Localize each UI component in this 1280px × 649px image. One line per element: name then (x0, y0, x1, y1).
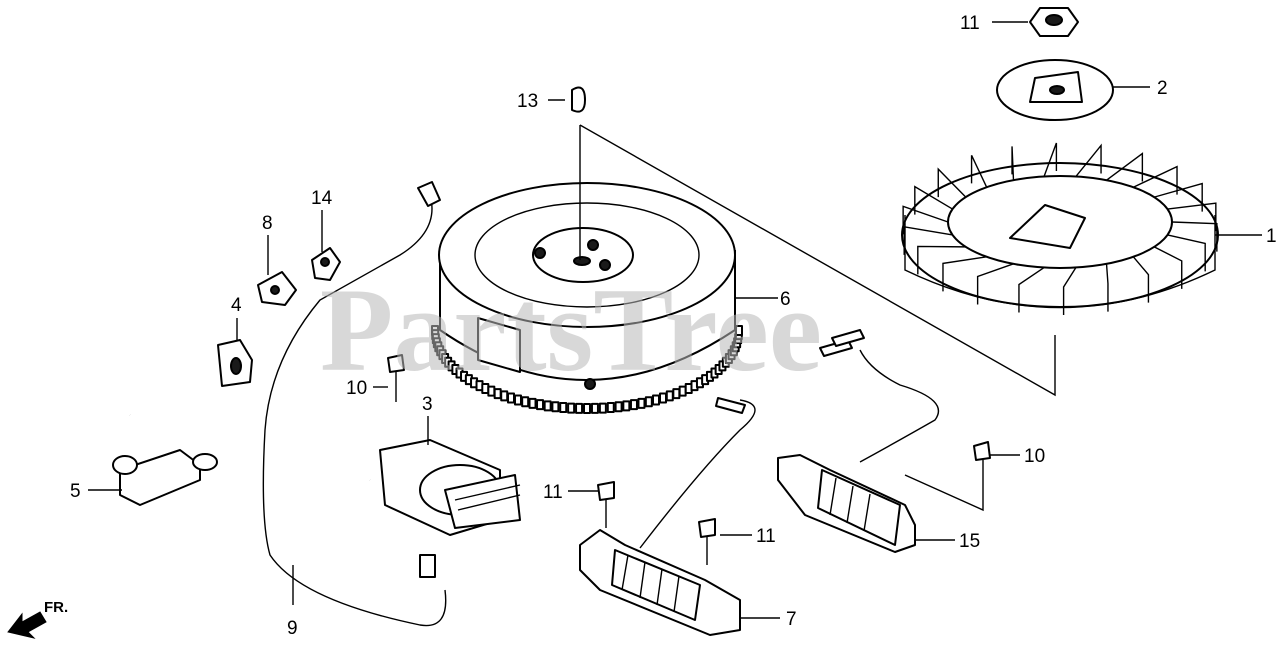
flywheel-tooth (652, 394, 661, 406)
callout-11-left[interactable]: 11 (543, 482, 563, 503)
fan-blade (942, 256, 987, 292)
front-direction-indicator: FR. (7, 599, 68, 639)
fan-blade (1171, 221, 1218, 252)
flywheel-tooth (583, 403, 591, 414)
fan-blade (1105, 263, 1109, 312)
flywheel-tooth (528, 397, 537, 409)
wire-connector (417, 181, 441, 207)
flywheel-tooth (551, 401, 560, 413)
fan-blade (1018, 266, 1045, 313)
callout-14[interactable]: 14 (311, 188, 333, 209)
fan-blade (1075, 143, 1102, 177)
fan-blade (976, 263, 1014, 305)
charge-coil[interactable] (579, 397, 756, 636)
lighting-coil[interactable] (777, 329, 940, 553)
fan-blade (1167, 234, 1206, 272)
flywheel-tooth (575, 402, 584, 414)
bolt-left[interactable] (387, 354, 405, 402)
fan-blade (914, 185, 953, 215)
flywheel-tooth (735, 325, 743, 336)
flywheel-tooth (567, 402, 576, 414)
callout-9[interactable]: 9 (287, 618, 298, 639)
callout-15[interactable]: 15 (959, 531, 980, 552)
callout-11-right[interactable]: 11 (756, 526, 776, 547)
fan-blade (902, 205, 949, 235)
flywheel-tooth (629, 399, 638, 411)
fan-blade (1043, 142, 1058, 177)
leader-lines (88, 21, 1262, 619)
callout-1[interactable]: 1 (1266, 226, 1277, 247)
callout-12[interactable]: 11 (960, 13, 980, 34)
direction-label: FR. (44, 599, 68, 616)
flywheel-tooth (606, 402, 615, 414)
screw-lower[interactable] (698, 518, 716, 565)
watermark: PartsTree (320, 263, 822, 396)
front-arrow-icon (7, 611, 47, 639)
wire-terminal (419, 554, 436, 578)
bolt-right[interactable] (973, 441, 991, 490)
grommet[interactable] (217, 339, 253, 387)
callout-5[interactable]: 5 (70, 481, 81, 502)
fan-blade (970, 155, 988, 188)
flywheel-tooth (614, 401, 623, 413)
flywheel-tooth (637, 397, 646, 409)
flywheel-tooth (598, 402, 607, 414)
fan-blade (1062, 267, 1077, 315)
ignition-coil[interactable] (379, 439, 521, 536)
flange-nut[interactable] (1029, 7, 1079, 37)
flywheel-tooth (559, 402, 568, 414)
flywheel[interactable] (431, 182, 743, 414)
wire-clamp[interactable] (257, 271, 297, 306)
flywheel-tooth (543, 400, 552, 412)
fan-plate[interactable] (996, 59, 1114, 121)
flywheel-tooth (536, 399, 545, 411)
callout-13[interactable]: 13 (517, 91, 538, 112)
flywheel-tooth (521, 396, 530, 408)
harness-clamp[interactable] (311, 247, 341, 281)
callout-8[interactable]: 8 (262, 213, 273, 234)
cooling-fan[interactable] (901, 142, 1219, 315)
fan-blade (1133, 165, 1178, 195)
woodruff-key[interactable] (571, 86, 586, 113)
callout-7[interactable]: 7 (786, 609, 797, 630)
fan-blade (1132, 256, 1150, 303)
fan-blade (903, 226, 953, 255)
fan-blade (1011, 146, 1015, 181)
fan-blade (917, 245, 966, 275)
fan-blade (937, 167, 967, 198)
callout-10-left[interactable]: 10 (346, 378, 367, 399)
stop-switch-wire[interactable] (262, 194, 447, 627)
callout-3[interactable]: 3 (422, 394, 433, 415)
callout-2[interactable]: 2 (1157, 78, 1168, 99)
flywheel-tooth (622, 400, 631, 412)
callout-10-right[interactable]: 10 (1024, 446, 1045, 467)
flywheel-tooth (590, 402, 599, 414)
spark-plug-cap[interactable] (112, 449, 218, 506)
fan-blade (1106, 152, 1144, 182)
fan-blade (1154, 182, 1203, 212)
flywheel-tooth (644, 396, 653, 408)
callout-4[interactable]: 4 (231, 295, 242, 316)
fan-blade (1167, 202, 1217, 232)
fan-blade (1153, 246, 1183, 289)
flywheel-tooth (513, 394, 522, 406)
screw-center[interactable] (597, 481, 615, 528)
callout-6[interactable]: 6 (780, 289, 791, 310)
